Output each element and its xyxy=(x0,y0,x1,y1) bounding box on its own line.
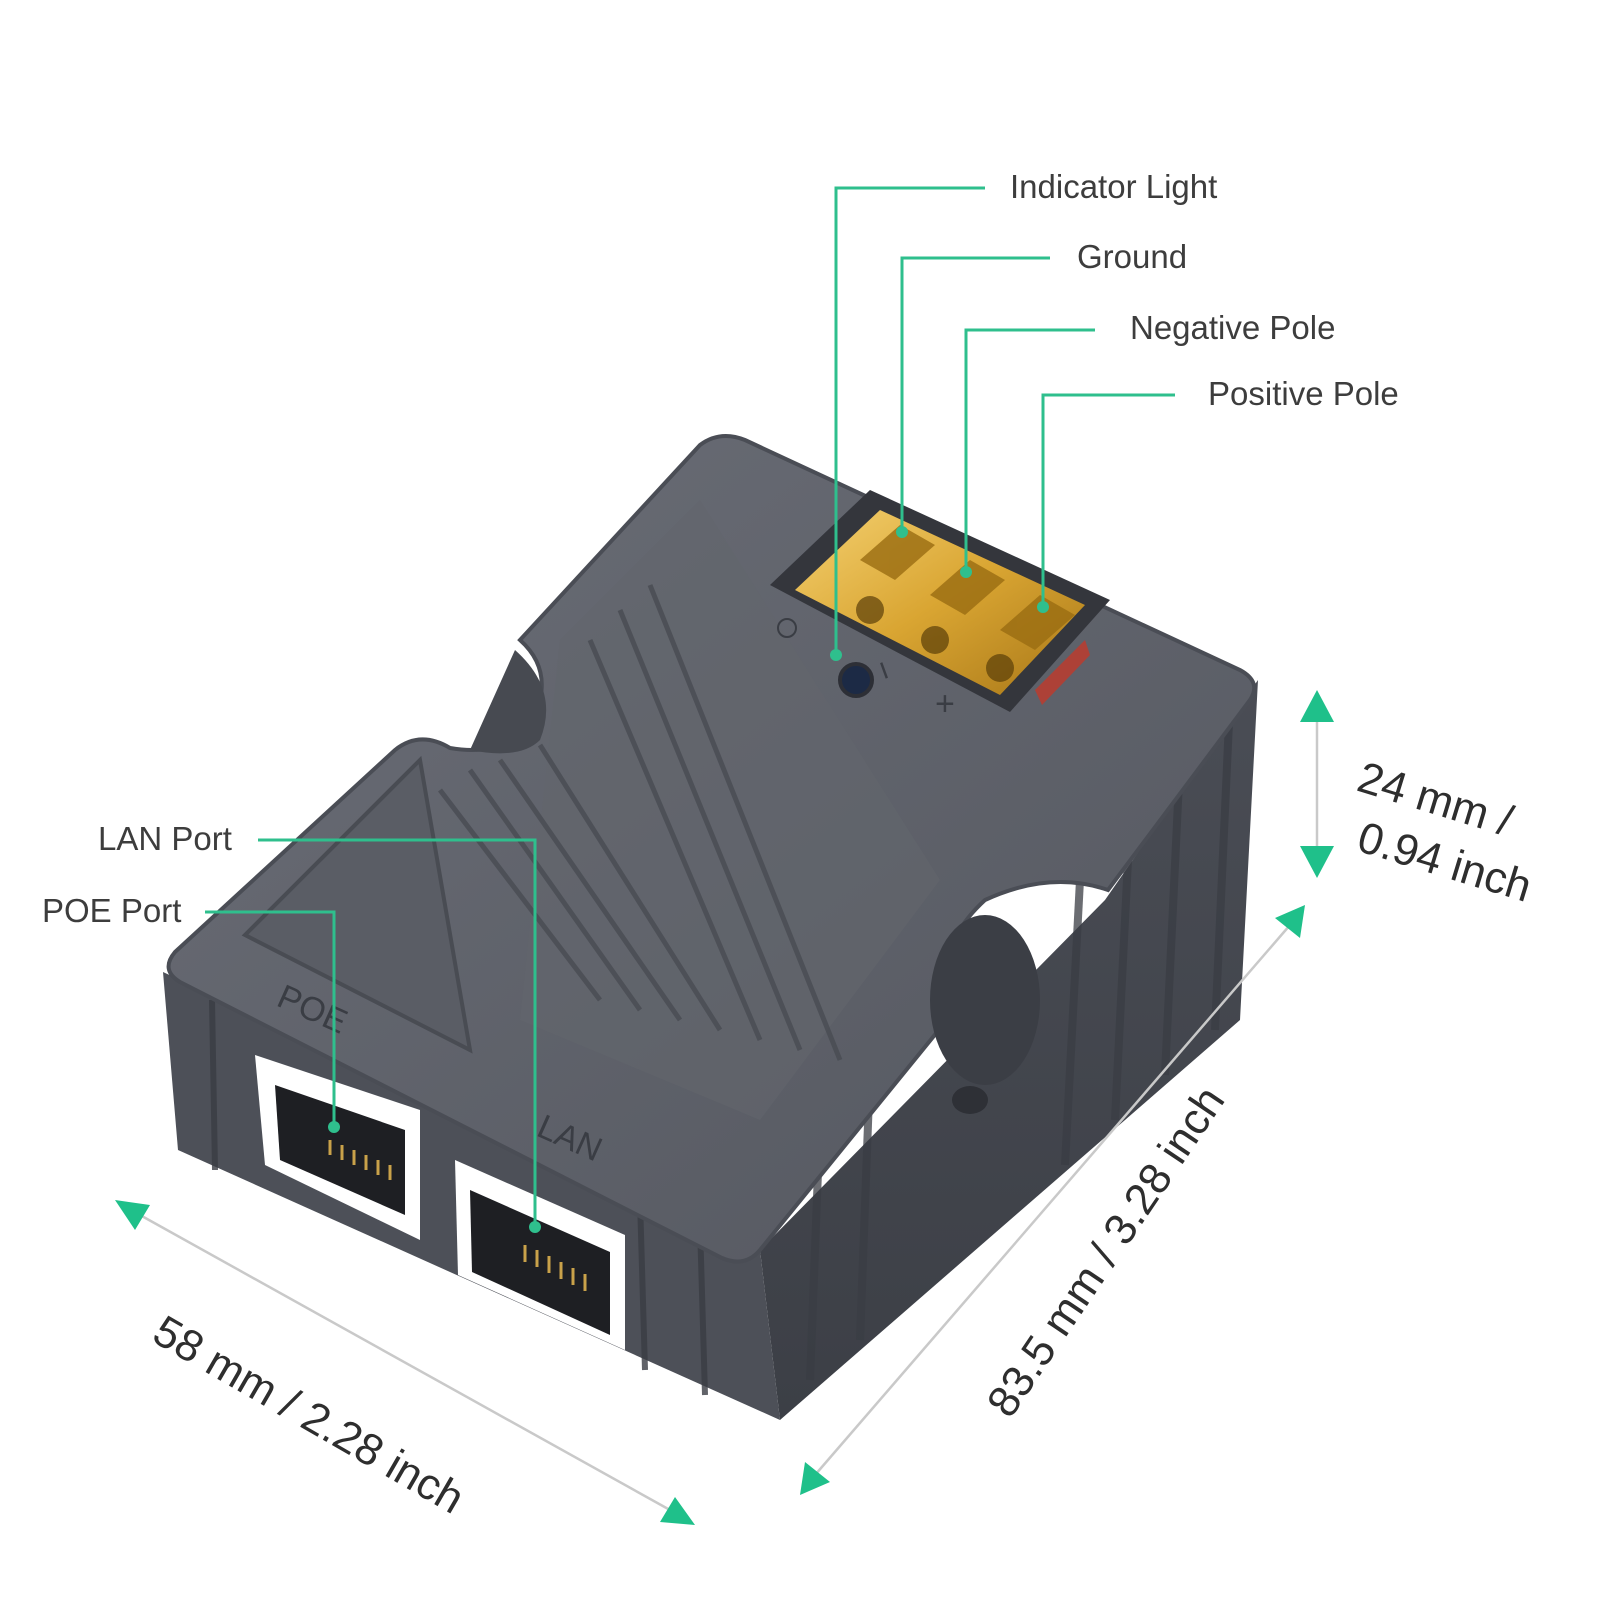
callout-indicator-light: Indicator Light xyxy=(1010,168,1217,205)
width-label: 58 mm / 2.28 inch xyxy=(145,1306,472,1523)
width-dimension xyxy=(115,1200,695,1525)
ground-symbol-icon xyxy=(777,618,797,638)
length-dimension xyxy=(800,905,1305,1495)
plus-marking: + xyxy=(935,685,955,723)
callout-ground: Ground xyxy=(1077,238,1187,275)
indicator-led xyxy=(838,662,874,698)
callout-poe-port: POE Port xyxy=(42,892,181,929)
callout-negative-pole: Negative Pole xyxy=(1130,309,1335,346)
lan-rj45-port xyxy=(455,1160,625,1350)
callout-lan-port: LAN Port xyxy=(98,820,232,857)
height-dimension xyxy=(1300,690,1334,878)
callout-positive-pole: Positive Pole xyxy=(1208,375,1399,412)
callout-leaders xyxy=(205,186,1175,1233)
poe-rj45-port xyxy=(255,1055,420,1240)
terminal-block xyxy=(770,490,1110,712)
